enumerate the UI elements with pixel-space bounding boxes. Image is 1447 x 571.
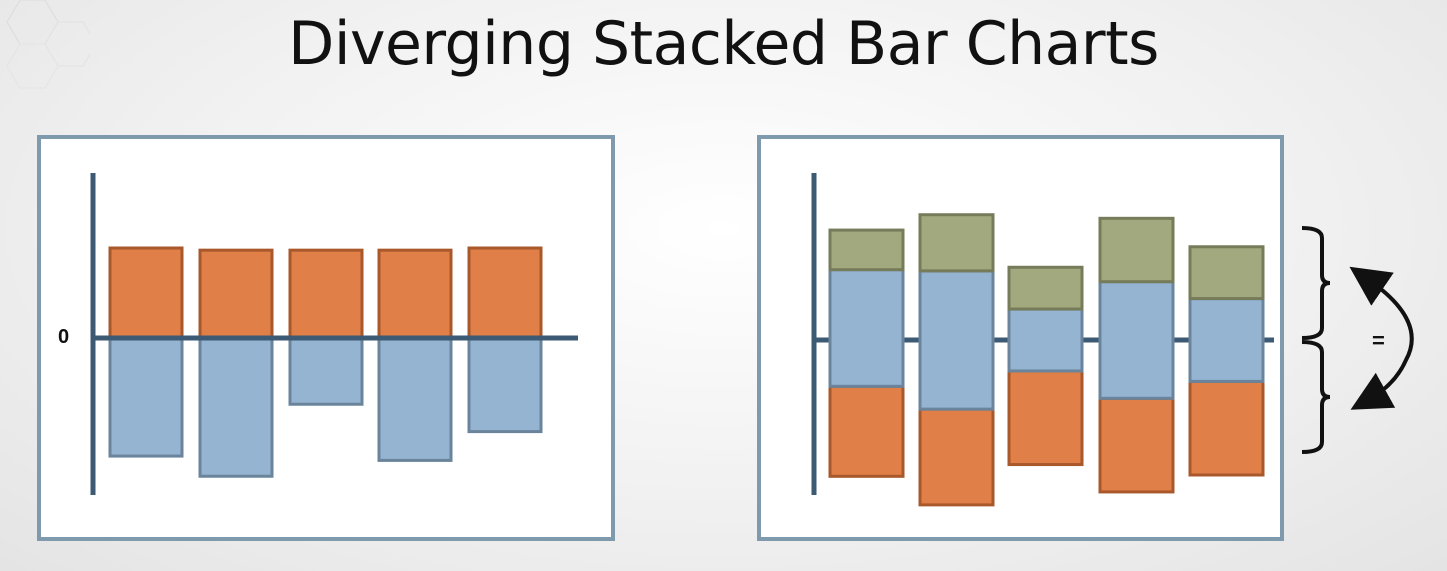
left-bar-orange-3: [288, 248, 364, 340]
left-bar-blue-4: [377, 336, 453, 462]
left-bar-blue-1: [108, 336, 184, 458]
right-bar-green-5: [1188, 245, 1265, 301]
hex-pattern-decoration: [6, 0, 90, 89]
right-bar-orange-5: [1188, 379, 1265, 477]
left-bar-blue-2: [198, 336, 274, 478]
right-bar-green-2: [918, 213, 995, 273]
right-bar-orange-2: [918, 407, 995, 507]
right-bar-green-4: [1098, 216, 1175, 284]
right-bar-blue-1: [828, 268, 905, 388]
left-bar-orange-5: [467, 246, 543, 340]
equality-symbol: =: [1372, 328, 1385, 353]
right-bar-blue-5: [1188, 297, 1265, 383]
right-bar-blue-2: [918, 269, 995, 411]
right-bar-orange-4: [1098, 396, 1175, 494]
right-bar-blue-4: [1098, 280, 1175, 400]
left-bar-orange-2: [198, 248, 274, 340]
right-bar-orange-3: [1007, 369, 1084, 467]
left-bar-orange-1: [108, 246, 184, 340]
zero-axis-label: 0: [58, 326, 70, 348]
left-bar-blue-5: [467, 336, 543, 434]
curved-double-arrow: [1349, 266, 1414, 410]
left-bar-blue-3: [288, 336, 364, 406]
right-bar-orange-1: [828, 384, 905, 478]
right-bar-green-1: [828, 228, 905, 272]
right-bar-blue-3: [1007, 307, 1084, 373]
left-bar-orange-4: [377, 248, 453, 340]
slide-title: Diverging Stacked Bar Charts: [288, 9, 1159, 79]
upper-brace: [1301, 226, 1331, 340]
lower-brace: [1301, 340, 1331, 454]
right-bar-green-3: [1007, 265, 1084, 311]
